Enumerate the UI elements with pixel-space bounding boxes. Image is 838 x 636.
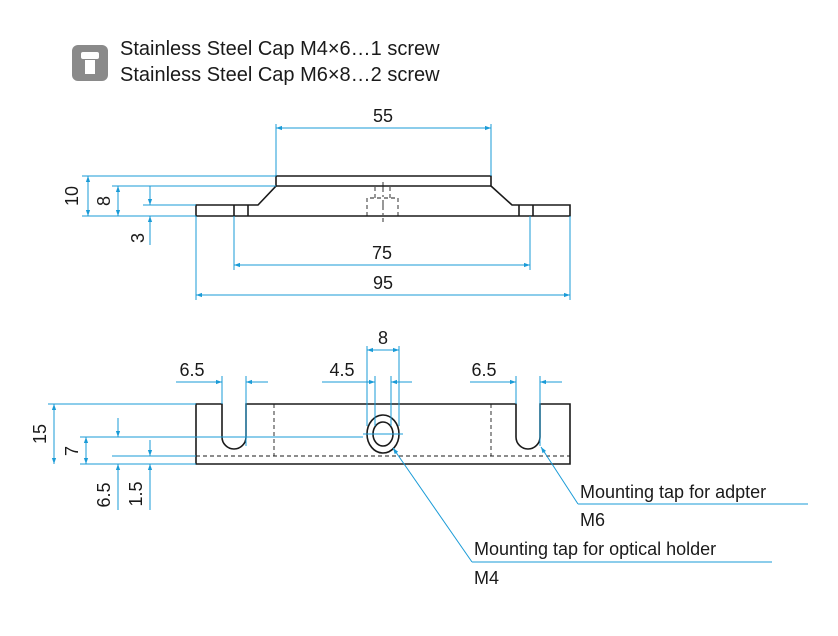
dim-label-15: 15 bbox=[30, 424, 50, 444]
dim-label-6-5-right: 6.5 bbox=[471, 360, 496, 380]
dim-label-6-5-left: 6.5 bbox=[179, 360, 204, 380]
dim-label-hole-8: 8 bbox=[378, 328, 388, 348]
hidden-hole bbox=[366, 186, 399, 216]
top-view: 55 75 95 10 8 3 bbox=[62, 106, 571, 300]
callout-leader-adapter bbox=[540, 446, 579, 505]
header-line-1: Stainless Steel Cap M4×6…1 screw bbox=[120, 38, 440, 60]
dim-label-6-5-vertical: 6.5 bbox=[94, 482, 114, 507]
callout-thread-adapter: M6 bbox=[580, 510, 605, 530]
callout-label-adapter: Mounting tap for adpter bbox=[580, 482, 766, 502]
screw-icon bbox=[72, 45, 108, 81]
callout-label-holder: Mounting tap for optical holder bbox=[474, 539, 716, 559]
callout-leader-holder bbox=[392, 447, 473, 563]
dim-label-8: 8 bbox=[94, 196, 114, 206]
side-view: 8 4.5 6.5 6.5 15 7 6.5 bbox=[30, 328, 808, 588]
dim-label-1-5: 1.5 bbox=[126, 481, 146, 506]
dim-label-95: 95 bbox=[373, 273, 393, 293]
dim-label-7: 7 bbox=[62, 446, 82, 456]
header-line-2: Stainless Steel Cap M6×8…2 screw bbox=[120, 64, 440, 86]
dim-label-3: 3 bbox=[128, 233, 148, 243]
dim-label-75: 75 bbox=[372, 243, 392, 263]
dim-label-10: 10 bbox=[62, 186, 82, 206]
dim-label-4-5: 4.5 bbox=[329, 360, 354, 380]
dim-label-55: 55 bbox=[373, 106, 393, 126]
callout-thread-holder: M4 bbox=[474, 568, 499, 588]
